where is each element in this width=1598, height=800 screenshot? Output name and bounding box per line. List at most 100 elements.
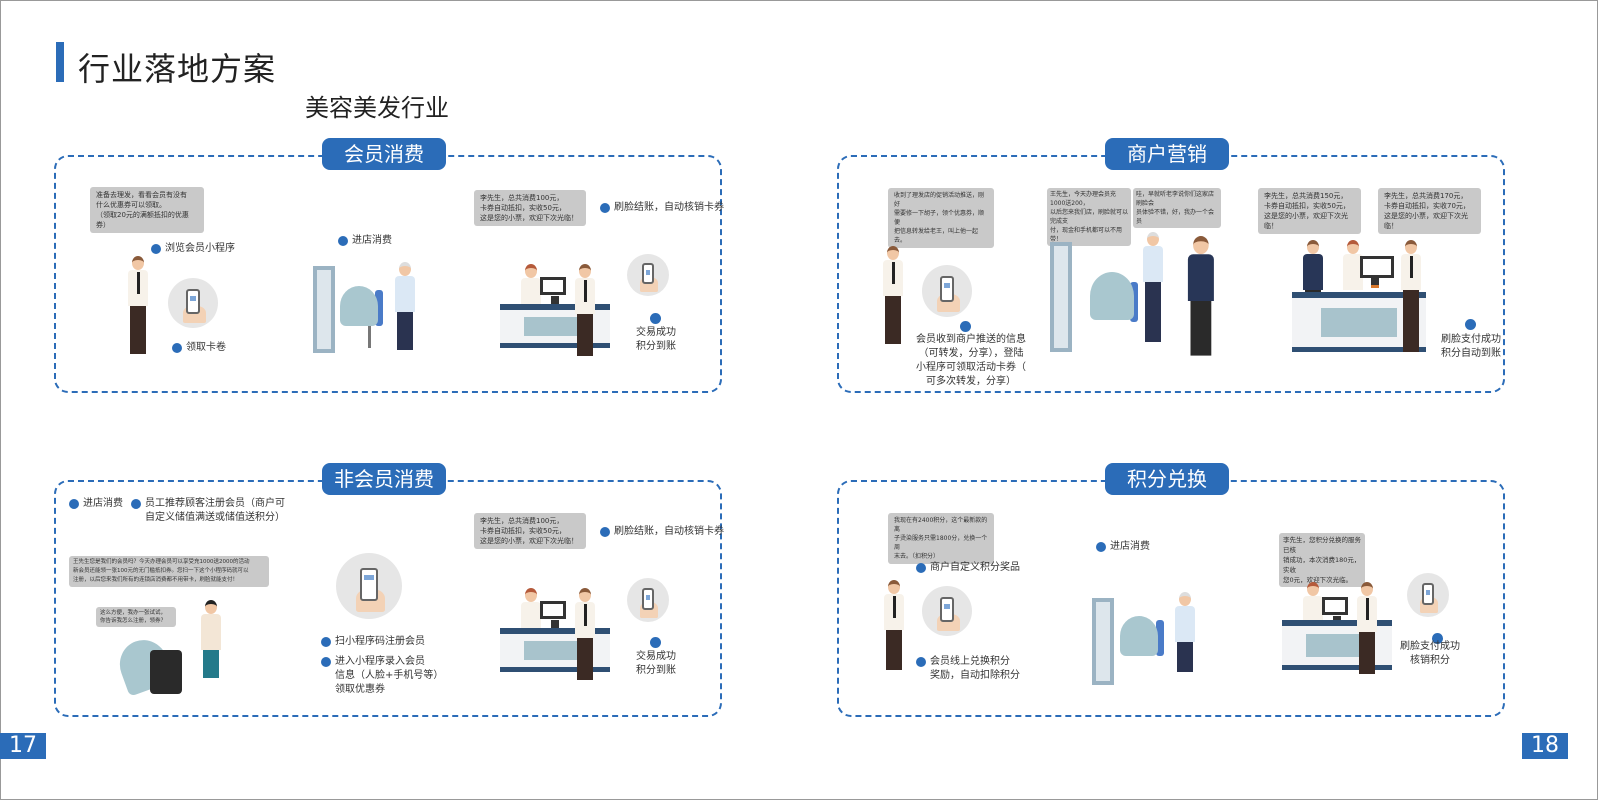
step-text: 员工推荐顾客注册会员（商户可 自定义储值满送或储值送积分） xyxy=(145,498,285,523)
customer-illustration xyxy=(1354,582,1380,676)
step-text: 浏览会员小程序 xyxy=(165,243,235,254)
step-label: 进入小程序录入会员 信息（人脸+手机号等） 领取优惠券 xyxy=(321,655,443,697)
bullet-icon xyxy=(960,321,971,332)
pos-terminal-icon xyxy=(1360,256,1394,288)
pos-terminal-icon xyxy=(1322,597,1348,629)
customer-cape-illustration xyxy=(1120,616,1158,656)
step-text: 交易成功 积分到账 xyxy=(636,651,676,676)
phone-icon xyxy=(922,586,972,636)
bullet-icon xyxy=(600,203,610,213)
panel-title: 积分兑换 xyxy=(1105,463,1229,495)
step-text: 交易成功 积分到账 xyxy=(636,327,676,352)
customer-suit-illustration xyxy=(1184,236,1218,384)
step-text: 扫小程序码注册会员 xyxy=(335,636,425,647)
chair-leg xyxy=(368,326,371,348)
step-label: 进店消费 xyxy=(69,497,123,511)
step-label: 进店消费 xyxy=(338,234,392,248)
bullet-icon xyxy=(650,313,661,324)
phone-icon xyxy=(336,553,402,619)
customer-cape-illustration xyxy=(1090,272,1134,320)
speech-bubble: 李先生，总共消费170元， 卡券自动抵扣，实收70元， 这是您的小票，欢迎下次光… xyxy=(1378,188,1481,234)
panel-title: 非会员消费 xyxy=(322,463,446,495)
speech-bubble: 李先生，您积分兑换的服务已核 销成功，本次消费180元，实收 您0元，欢迎下次光… xyxy=(1279,533,1365,587)
mirror-illustration xyxy=(1050,242,1072,352)
step-label: 商户自定义积分奖品 xyxy=(916,561,1020,575)
phone-icon xyxy=(1407,573,1449,617)
bullet-icon xyxy=(131,499,141,509)
speech-bubble: 哇，早就听老李说你们这家店刷脸会 员体验不错，好，我办一个会员 xyxy=(1133,188,1221,228)
step-label: 领取卡卷 xyxy=(172,341,226,355)
panel-title: 会员消费 xyxy=(322,138,446,170)
speech-bubble: 我现在有2400积分，这个最新款的离 子烫染服务只需1800分，兑换一个周 末去… xyxy=(888,513,994,564)
step-text: 进店消费 xyxy=(1110,541,1150,552)
speech-bubble: 准备去理发，看看会员有没有 什么优惠券可以领取。 （领取20元的满额抵扣的优惠券… xyxy=(90,187,204,233)
speech-bubble: 李先生，总共消费100元， 卡券自动抵扣，实收50元， 这是您的小票，欢迎下次光… xyxy=(474,513,586,549)
step-text: 刷脸支付成功 核销积分 xyxy=(1400,641,1460,666)
bullet-icon xyxy=(916,563,926,573)
step-label: 会员线上兑换积分 奖励，自动扣除积分 xyxy=(916,655,1020,683)
step-label: 浏览会员小程序 xyxy=(151,242,235,256)
step-text: 进入小程序录入会员 信息（人脸+手机号等） 领取优惠券 xyxy=(335,656,444,695)
panel-title: 商户营销 xyxy=(1105,138,1229,170)
phone-icon xyxy=(168,278,218,328)
step-label: 员工推荐顾客注册会员（商户可 自定义储值满送或储值送积分） xyxy=(131,497,285,525)
step-text: 商户自定义积分奖品 xyxy=(930,562,1020,573)
bullet-icon xyxy=(321,657,331,667)
step-text: 刷脸结账，自动核销卡券 xyxy=(614,526,724,537)
page-number-left: 17 xyxy=(0,733,46,759)
cashier-illustration xyxy=(1340,240,1366,292)
bullet-icon xyxy=(1096,542,1106,552)
bullet-icon xyxy=(650,637,661,648)
page-title: 行业落地方案 xyxy=(78,50,277,88)
bullet-icon xyxy=(338,236,348,246)
bullet-icon xyxy=(1465,319,1476,330)
phone-icon xyxy=(627,254,669,296)
title-accent-bar xyxy=(56,42,64,82)
speech-bubble: 李先生，总共消费150元， 卡券自动抵扣，实收50元， 这是您的小票，欢迎下次光… xyxy=(1258,188,1361,234)
barber-illustration xyxy=(392,262,418,352)
step-label: 进店消费 xyxy=(1096,540,1150,554)
bullet-icon xyxy=(1432,633,1443,644)
customer-illustration xyxy=(572,588,598,682)
bullet-icon xyxy=(600,527,610,537)
customer-illustration xyxy=(125,256,151,356)
speech-bubble: 这么方便，我办一张试试， 你告诉我怎么注册，领券？ xyxy=(96,607,176,627)
speech-bubble: 收到了理发店的促销活动推送，刚好 需要修一下胡子，领个优惠券，顺便 把信息转发给… xyxy=(888,188,994,248)
phone-icon xyxy=(627,578,669,622)
mirror-illustration xyxy=(1092,598,1114,685)
bullet-icon xyxy=(69,499,79,509)
barber-chair-illustration xyxy=(1156,620,1164,656)
step-label: 刷脸结账，自动核销卡券 xyxy=(600,525,724,539)
customer-illustration xyxy=(1398,240,1424,354)
step-text: 刷脸结账，自动核销卡券 xyxy=(614,202,724,213)
step-text: 进店消费 xyxy=(352,235,392,246)
bullet-icon xyxy=(321,637,331,647)
barber-chair-illustration xyxy=(375,290,383,326)
customer-cape-illustration xyxy=(340,286,378,326)
barber-chair-illustration xyxy=(1130,282,1138,322)
bullet-icon xyxy=(151,244,161,254)
bullet-icon xyxy=(916,657,926,667)
pos-terminal-icon xyxy=(540,601,566,633)
step-text: 刷脸支付成功 积分自动到账 xyxy=(1441,334,1501,359)
customer-illustration xyxy=(572,264,598,358)
page-subtitle: 美容美发行业 xyxy=(305,94,449,122)
speech-bubble: 王先生，今天办理会员充1000送200， 以后您来我们店，刷脸就可以完成支 付，… xyxy=(1047,188,1131,246)
barber-illustration xyxy=(1140,232,1166,344)
shampoo-basin-illustration xyxy=(150,650,182,694)
mirror-illustration xyxy=(313,266,335,353)
phone-icon xyxy=(922,265,972,317)
stylist-illustration xyxy=(198,600,224,696)
step-text: 会员收到商户推送的信息 （可转发，分享），登陆 小程序可领取活动卡券（ 可多次转… xyxy=(916,334,1026,387)
speech-bubble: 王先生您是我们的会员吗？今天办理会员可以享受充1000送2000的活动 新会员还… xyxy=(69,556,269,587)
step-text: 领取卡卷 xyxy=(186,342,226,353)
pos-terminal-icon xyxy=(540,277,566,309)
step-text: 会员线上兑换积分 奖励，自动扣除积分 xyxy=(930,656,1020,681)
bullet-icon xyxy=(172,343,182,353)
step-label: 刷脸结账，自动核销卡券 xyxy=(600,201,724,215)
speech-bubble: 李先生，总共消费100元， 卡券自动抵扣，实收50元， 这是您的小票，欢迎下次光… xyxy=(474,190,586,226)
step-text: 进店消费 xyxy=(83,498,123,509)
step-label: 扫小程序码注册会员 xyxy=(321,635,425,649)
page-number-right: 18 xyxy=(1522,733,1568,759)
customer-illustration xyxy=(880,246,906,346)
